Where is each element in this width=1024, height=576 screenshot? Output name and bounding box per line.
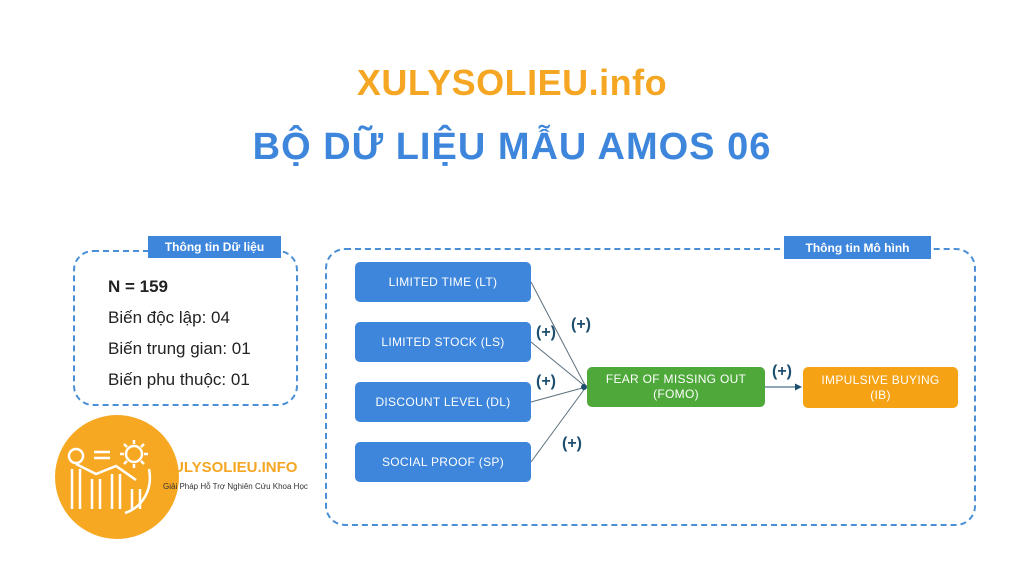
- node-discount-level: DISCOUNT LEVEL (DL): [355, 382, 531, 422]
- mediator-count: Biến trung gian: 01: [108, 339, 251, 358]
- node-social-proof: SOCIAL PROOF (SP): [355, 442, 531, 482]
- fomo-line1: FEAR OF MISSING OUT: [605, 372, 747, 386]
- logo-name: XULYSOLIEU.INFO: [163, 459, 298, 476]
- sign-lt: (+): [571, 316, 591, 333]
- sign-sp: (+): [562, 435, 582, 452]
- arrow-dl-fomo: [530, 386, 587, 403]
- logo-icon: [55, 415, 179, 539]
- independent-count: Biến độc lập: 04: [108, 308, 230, 327]
- model-info-panel: [325, 248, 976, 526]
- node-limited-stock: LIMITED STOCK (LS): [355, 322, 531, 362]
- sample-size: N = 159: [108, 277, 169, 296]
- model-info-tag: Thông tin Mô hình: [784, 236, 931, 259]
- sign-ls: (+): [536, 324, 556, 341]
- sign-dl: (+): [536, 373, 556, 390]
- ib-line1: IMPULSIVE BUYING: [821, 372, 940, 387]
- sign-fomo-ib: (+): [772, 363, 792, 380]
- dependent-count: Biến phu thuộc: 01: [108, 370, 250, 389]
- fomo-line2: (FOMO): [653, 387, 699, 401]
- ib-line2: (IB): [870, 387, 891, 402]
- node-limited-time: LIMITED TIME (LT): [355, 262, 531, 302]
- arrow-ls-fomo: [530, 341, 587, 388]
- arrow-sp-fomo: [530, 386, 587, 463]
- logo-tagline: Giải Pháp Hỗ Trợ Nghiên Cứu Khoa Học: [163, 482, 308, 491]
- page-title: BỘ DỮ LIỆU MẪU AMOS 06: [252, 126, 772, 168]
- node-impulsive-buying: IMPULSIVE BUYING (IB): [803, 367, 958, 408]
- arrow-head-icon: [581, 384, 587, 390]
- site-title: XULYSOLIEU.info: [356, 62, 668, 103]
- node-fomo: FEAR OF MISSING OUT (FOMO): [587, 367, 765, 407]
- data-info-tag: Thông tin Dữ liệu: [148, 236, 281, 258]
- arrow-lt-fomo: [530, 281, 587, 388]
